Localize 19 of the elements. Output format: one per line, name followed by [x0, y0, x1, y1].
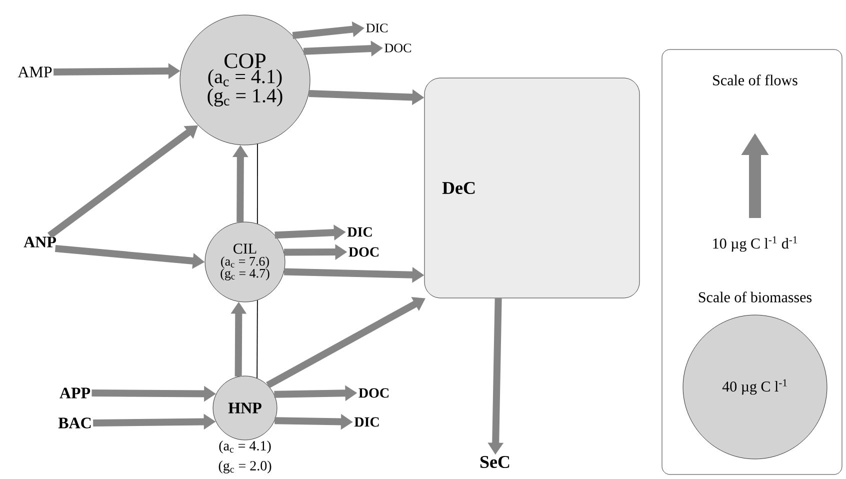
source-label: BAC	[58, 418, 91, 428]
source-label: AMP	[18, 66, 52, 78]
node-caption: (g$_{c}$ = 2.0)	[218, 460, 272, 474]
connector-line	[256, 300, 258, 379]
rounded-box: DeC	[424, 78, 640, 298]
sink-label: DIC	[366, 24, 388, 32]
source-label: APP	[60, 388, 90, 398]
panel-heading: Scale of biomasses	[698, 292, 812, 302]
sink-label: DOC	[384, 44, 411, 52]
panel-heading: Scale of flows	[713, 74, 798, 86]
sink-label: DOC	[358, 388, 388, 398]
connector-line	[256, 144, 258, 224]
node-caption: (a$_{c}$ = 4.1)	[219, 440, 271, 454]
source-label: ANP	[24, 236, 56, 248]
sink-label: SeC	[480, 456, 510, 468]
sink-label: DOC	[348, 247, 378, 257]
sink-label: DIC	[354, 417, 379, 427]
scale-value: 10 µg C l$^{-1}$ d$^{-1}$	[713, 236, 798, 252]
sink-label: DIC	[347, 227, 372, 237]
